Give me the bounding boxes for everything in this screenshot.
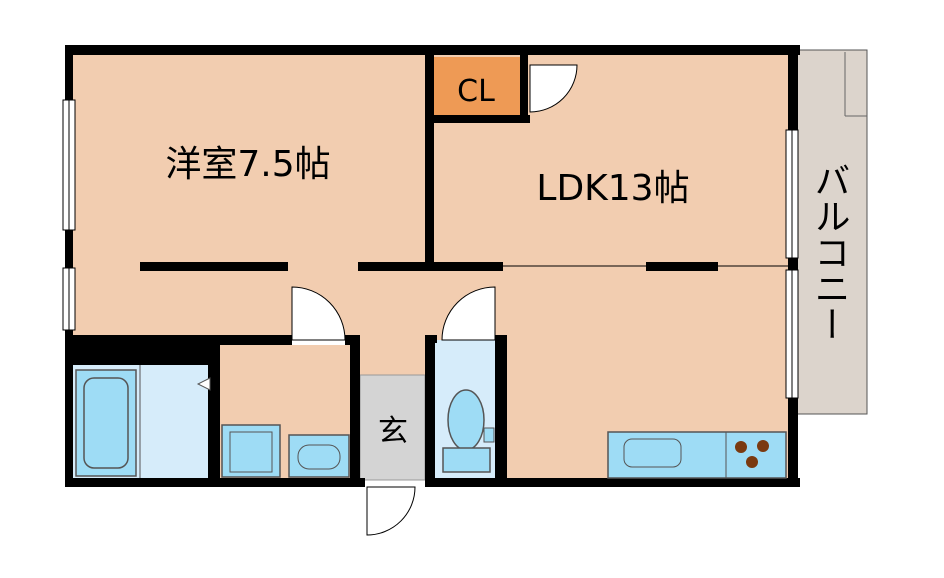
washbasin bbox=[288, 434, 350, 478]
balcony-label: バルコニー bbox=[809, 162, 850, 342]
entrance-label: 玄 bbox=[378, 414, 408, 449]
bathtub bbox=[75, 365, 211, 478]
window-east bbox=[785, 129, 799, 399]
closet-label: CL bbox=[457, 74, 495, 109]
toilet bbox=[442, 389, 495, 473]
washroom-door[interactable] bbox=[291, 286, 346, 341]
kitchen-counter bbox=[607, 431, 787, 479]
balcony bbox=[794, 49, 868, 415]
closet-floor bbox=[432, 57, 520, 119]
stove-burners bbox=[735, 440, 769, 468]
window-west bbox=[62, 99, 76, 331]
western-room-label: 洋室7.5帖 bbox=[165, 144, 330, 185]
washing-machine bbox=[221, 424, 281, 478]
hall-floor bbox=[360, 265, 430, 380]
inner-walls bbox=[65, 50, 718, 485]
entrance-door[interactable] bbox=[366, 486, 416, 536]
closet-door[interactable] bbox=[529, 64, 578, 113]
toilet-door[interactable] bbox=[441, 286, 496, 341]
ldk-label: LDK13帖 bbox=[536, 168, 689, 209]
